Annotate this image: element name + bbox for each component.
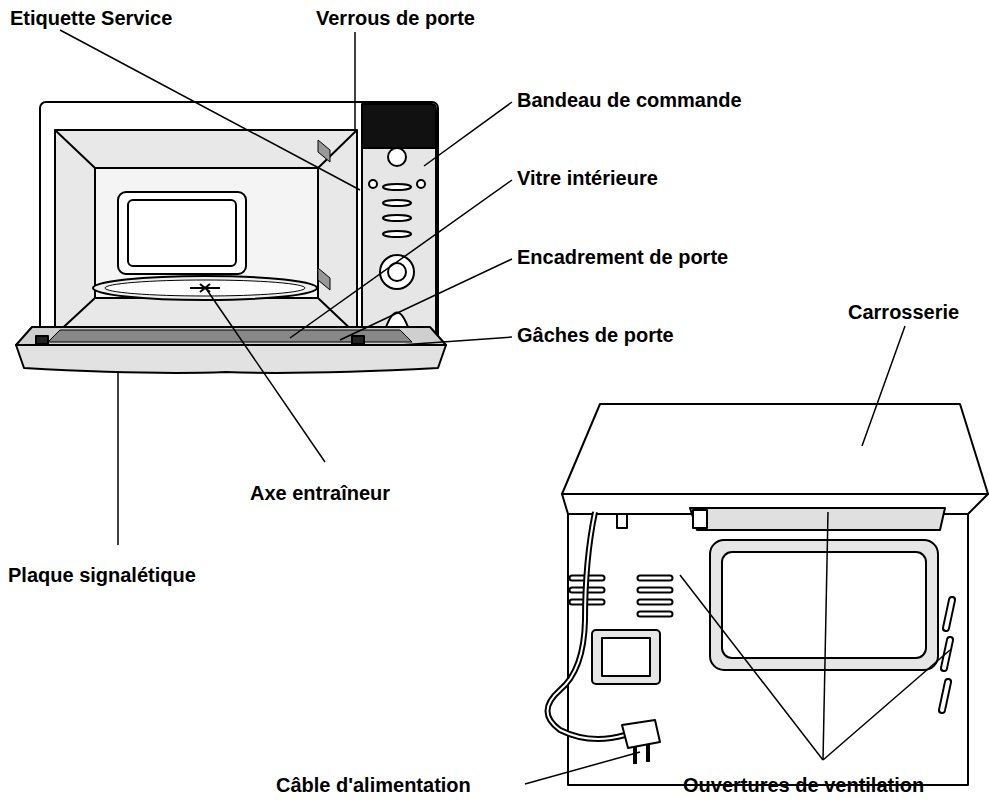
cavity-window: [118, 192, 246, 274]
leader-line: [823, 512, 828, 760]
cabinet-top: [562, 404, 988, 494]
top-vent: [690, 508, 945, 530]
control-slot: [383, 184, 411, 190]
leader-line: [117, 372, 119, 545]
control-slot: [383, 231, 411, 237]
power-cable: [548, 512, 626, 739]
part-label: Câble d'alimentation: [276, 773, 471, 797]
power-plug: [622, 720, 660, 748]
door-top: [16, 327, 446, 345]
part-label: Ouvertures de ventilation: [683, 773, 924, 797]
door-front: [16, 345, 446, 373]
rear-box: [602, 638, 650, 676]
top-vent-clip: [693, 510, 707, 528]
part-label: Encadrement de porte: [517, 245, 728, 269]
rear-view: [548, 404, 989, 785]
turntable: [105, 280, 305, 296]
drive-shaft: [190, 284, 220, 292]
cavity-edge: [318, 130, 357, 168]
turntable: [93, 276, 317, 300]
leader-line: [823, 650, 950, 760]
power-cable: [548, 512, 626, 739]
leader-line: [424, 102, 512, 166]
part-label: Vitre intérieure: [517, 166, 658, 190]
door-latch: [352, 336, 364, 344]
control-panel: [362, 148, 436, 345]
plug-pins: [635, 744, 648, 764]
control-button: [369, 180, 377, 188]
leader-line: [60, 30, 360, 190]
part-label: Etiquette Service: [10, 6, 172, 30]
part-label: Axe entraîneur: [250, 481, 390, 505]
cavity-window: [128, 200, 236, 266]
control-knob: [380, 255, 414, 289]
part-label: Verrous de porte: [316, 6, 475, 30]
control-slot: [383, 215, 411, 221]
cavity-opening: [55, 130, 357, 335]
part-label: Plaque signalétique: [8, 563, 196, 587]
leader-lines: [60, 30, 950, 784]
control-button: [417, 180, 425, 188]
rear-plate: [722, 552, 926, 658]
side-vent: [318, 140, 330, 162]
front-body: [40, 102, 438, 347]
leader-line: [354, 32, 356, 132]
cavity-edge: [55, 130, 95, 168]
part-label: Carrosserie: [848, 300, 959, 324]
front-view: [16, 102, 446, 373]
leader-line: [400, 337, 512, 345]
door-latch: [36, 336, 48, 344]
part-label: Bandeau de commande: [517, 88, 742, 112]
part-label: Gâches de porte: [517, 323, 674, 347]
leader-line: [207, 290, 325, 462]
control-slot: [383, 200, 411, 206]
leader-line: [340, 259, 512, 340]
leader-line: [680, 575, 823, 760]
leader-line: [862, 326, 905, 446]
leader-line: [525, 752, 640, 784]
control-panel-top: [362, 104, 436, 148]
cabinet-back: [562, 494, 988, 785]
control-button: [388, 148, 406, 166]
side-vent: [318, 268, 330, 290]
rear-plate: [710, 540, 938, 670]
rear-box: [592, 630, 660, 684]
fuse: [617, 514, 627, 528]
leader-line: [290, 180, 512, 338]
